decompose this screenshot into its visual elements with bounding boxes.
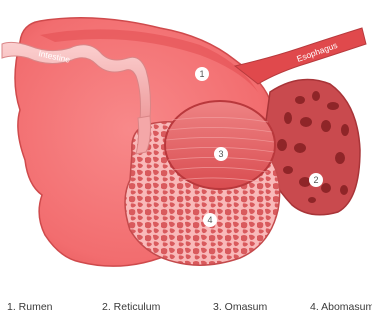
- marker-2: 2: [309, 173, 323, 187]
- svg-text:1: 1: [199, 69, 204, 79]
- svg-text:2: 2: [313, 175, 318, 185]
- svg-text:4: 4: [207, 215, 212, 225]
- legend-item-reticulum: 2. Reticulum: [102, 301, 160, 313]
- marker-4: 4: [203, 213, 217, 227]
- omasum-shape: [165, 101, 275, 189]
- marker-3: 3: [214, 147, 228, 161]
- svg-text:3: 3: [218, 149, 223, 159]
- legend-item-omasum: 3. Omasum: [213, 301, 267, 313]
- legend: 1. Rumen 2. Reticulum 3. Omasum 4. Aboma…: [0, 301, 372, 317]
- legend-item-abomasum: 4. Abomasum: [310, 301, 372, 313]
- marker-1: 1: [195, 67, 209, 81]
- legend-item-rumen: 1. Rumen: [7, 301, 53, 313]
